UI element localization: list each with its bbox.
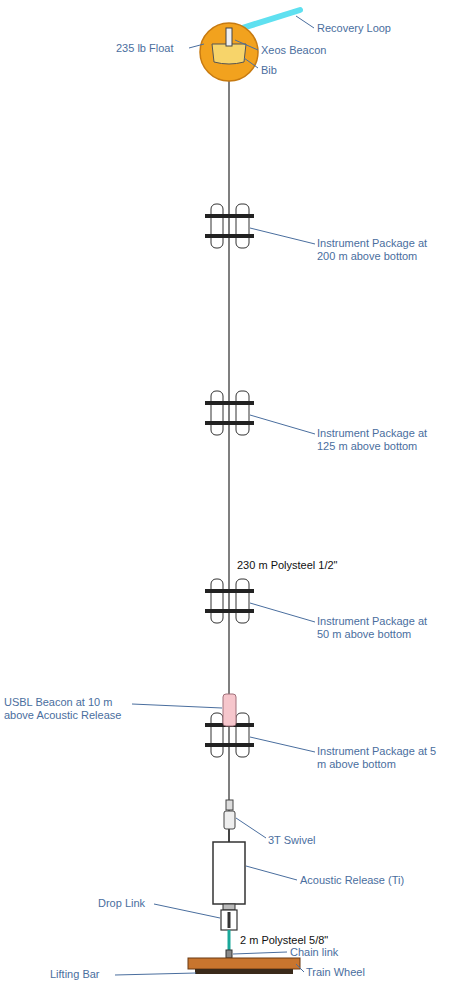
- callout-label: Instrument Package at 50 m above bottom: [317, 615, 442, 641]
- callout-label: USBL Beacon at 10 m above Acoustic Relea…: [4, 696, 130, 722]
- callout-label: Drop Link: [98, 897, 158, 910]
- callout-label: Instrument Package at 5 m above bottom: [317, 745, 442, 771]
- callout-label: Instrument Package at 125 m above bottom: [317, 427, 442, 453]
- callout-label: 3T Swivel: [268, 834, 348, 847]
- callout-label: Instrument Package at 200 m above bottom: [317, 237, 442, 263]
- callout-label: 235 lb Float: [116, 42, 188, 55]
- callout-label: Lifting Bar: [50, 968, 120, 981]
- callout-label: Xeos Beacon: [261, 44, 361, 57]
- callout-label: Recovery Loop: [317, 22, 427, 35]
- callout-label: Chain link: [290, 946, 370, 959]
- callout-label: Bib: [261, 64, 321, 77]
- callout-label: 230 m Polysteel 1/2": [237, 559, 367, 572]
- callout-label: Acoustic Release (Ti): [300, 874, 440, 887]
- callout-label: Train Wheel: [306, 966, 406, 979]
- callout-label: 2 m Polysteel 5/8": [240, 934, 370, 947]
